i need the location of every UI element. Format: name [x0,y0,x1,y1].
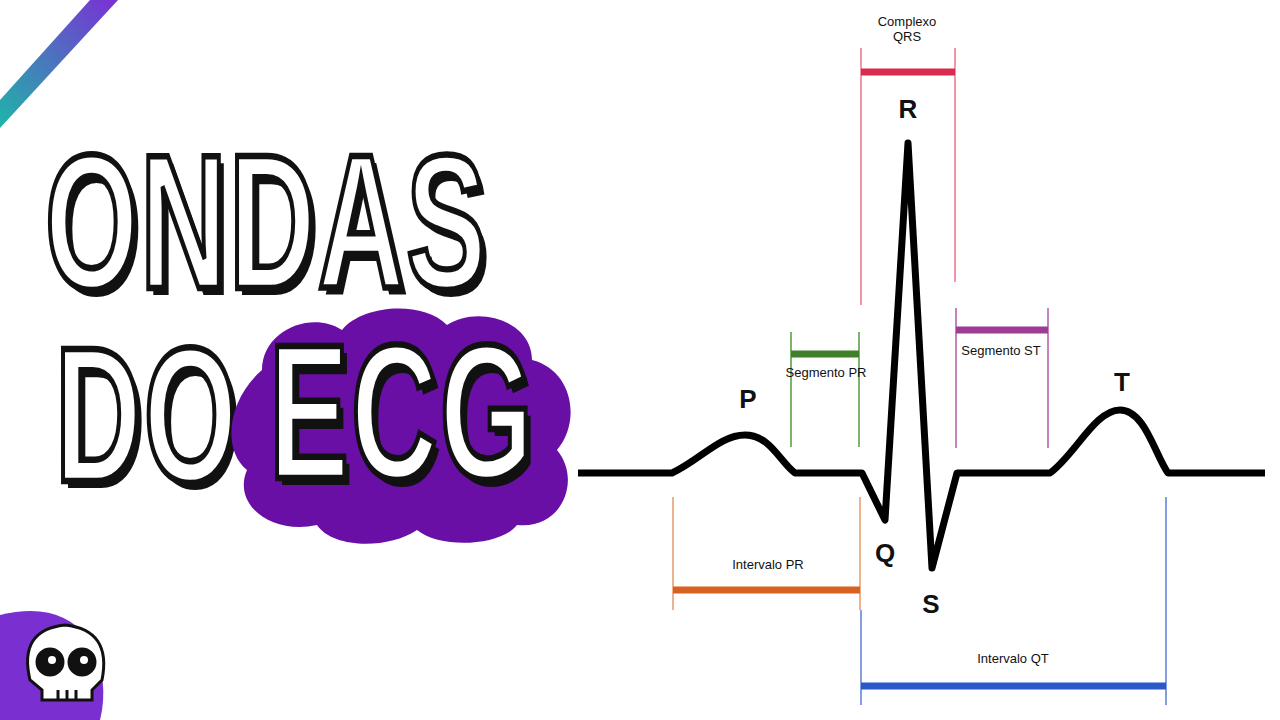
title-word: ECG [269,315,535,507]
wave-letter: Q [875,539,895,569]
segment-label: Segmento PR [781,366,871,381]
wave-letter: R [899,95,918,125]
interval-label: Intervalo QT [968,652,1058,667]
interval-label: Complexo QRS [862,15,952,45]
wave-letter: S [922,590,939,620]
title-word: DO [55,318,239,510]
ecg-trace [578,143,1265,568]
title-word: ONDAS [45,125,488,317]
cloud-shape: ECG [222,300,582,545]
corner-blob [0,611,103,720]
corner-stripe [0,0,118,128]
segment-label: Segmento ST [956,344,1046,359]
interval-label: Intervalo PR [723,558,813,573]
skull-icon [28,625,104,700]
wave-letter: P [739,385,756,415]
wave-letter: T [1114,368,1130,398]
